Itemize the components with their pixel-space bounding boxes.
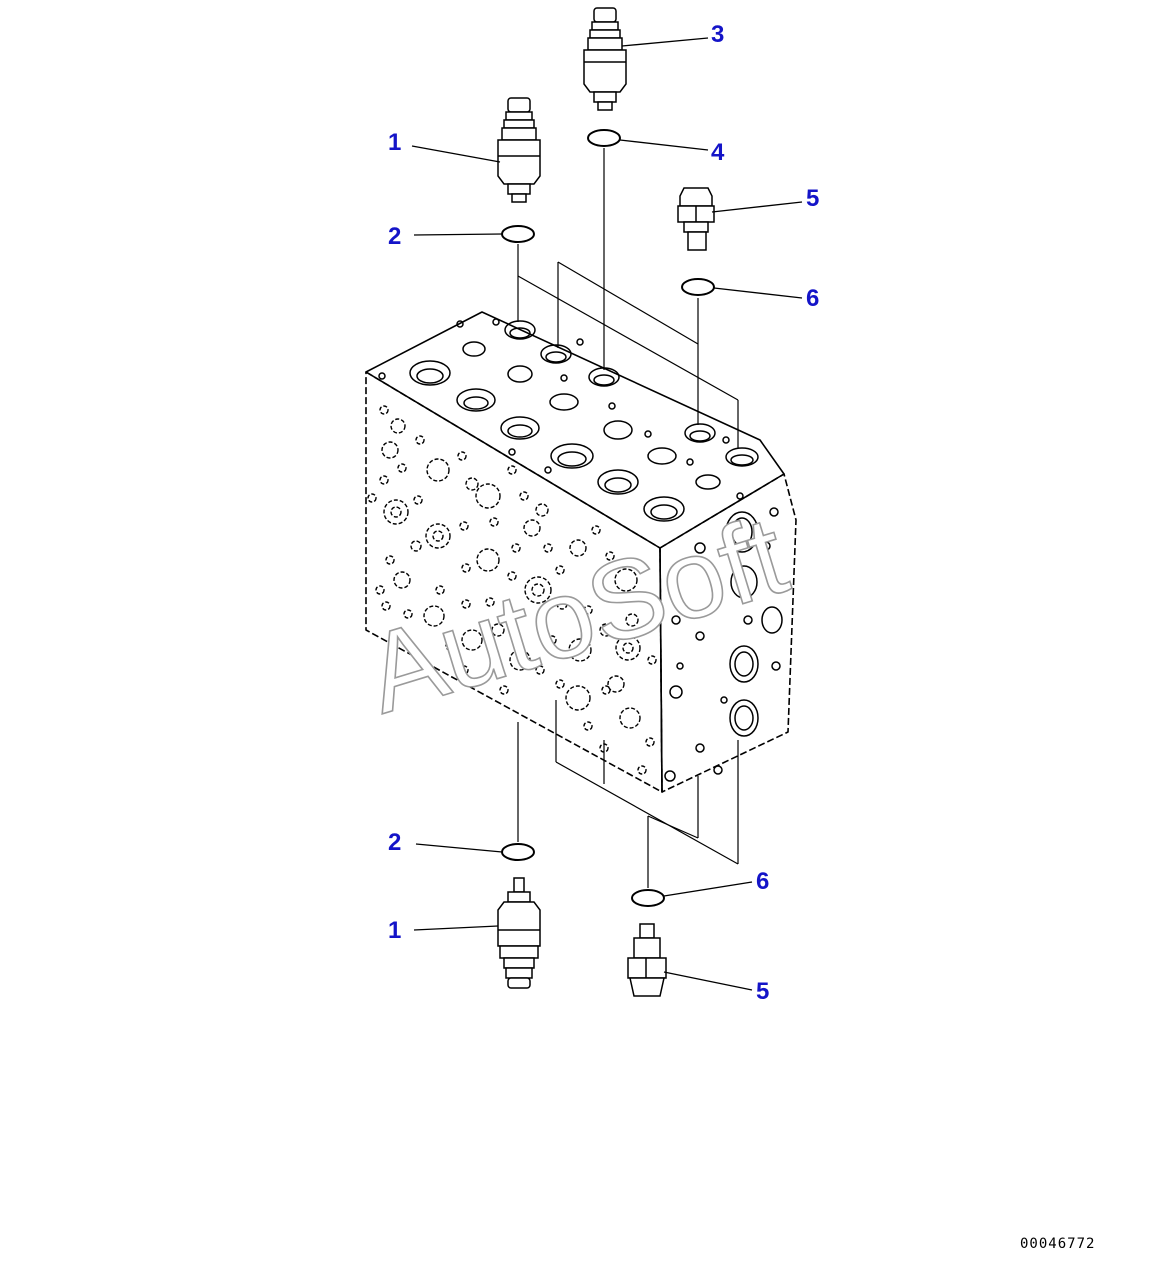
callout-5-top: 5 (806, 185, 819, 212)
relief-valve-part-1-top (497, 97, 541, 203)
o-ring-part-2-top (501, 225, 535, 243)
callout-leaders (411, 37, 803, 991)
callout-4: 4 (711, 139, 725, 166)
callout-2-bottom: 2 (388, 829, 401, 856)
callout-labels: 1 2 3 4 5 6 2 6 1 5 (388, 21, 819, 1005)
callout-6-top: 6 (806, 285, 819, 312)
left-face-ports (367, 405, 657, 775)
plug-part-5-bottom (627, 923, 667, 997)
right-face-ports (664, 507, 783, 782)
o-ring-part-6-top (681, 278, 715, 296)
callout-1-top: 1 (388, 129, 401, 156)
relief-valve-part-3 (583, 7, 627, 111)
relief-valve-part-1-bottom (497, 877, 541, 989)
o-ring-part-4 (587, 129, 621, 147)
drawing-number: 00046772 (1020, 1236, 1095, 1252)
o-ring-part-6-bottom (631, 889, 665, 907)
callout-1-bottom: 1 (388, 917, 401, 944)
plug-part-5-top (677, 187, 715, 251)
callout-6-bottom: 6 (756, 868, 769, 895)
assembly-lines (517, 148, 739, 888)
watermark-text: AutoSoft (352, 492, 799, 737)
callout-5-bottom: 5 (756, 978, 769, 1005)
o-rings (501, 129, 715, 907)
top-face-ports (378, 318, 759, 522)
callout-3: 3 (711, 21, 724, 48)
callout-2-top: 2 (388, 223, 401, 250)
o-ring-part-2-bottom (501, 843, 535, 861)
